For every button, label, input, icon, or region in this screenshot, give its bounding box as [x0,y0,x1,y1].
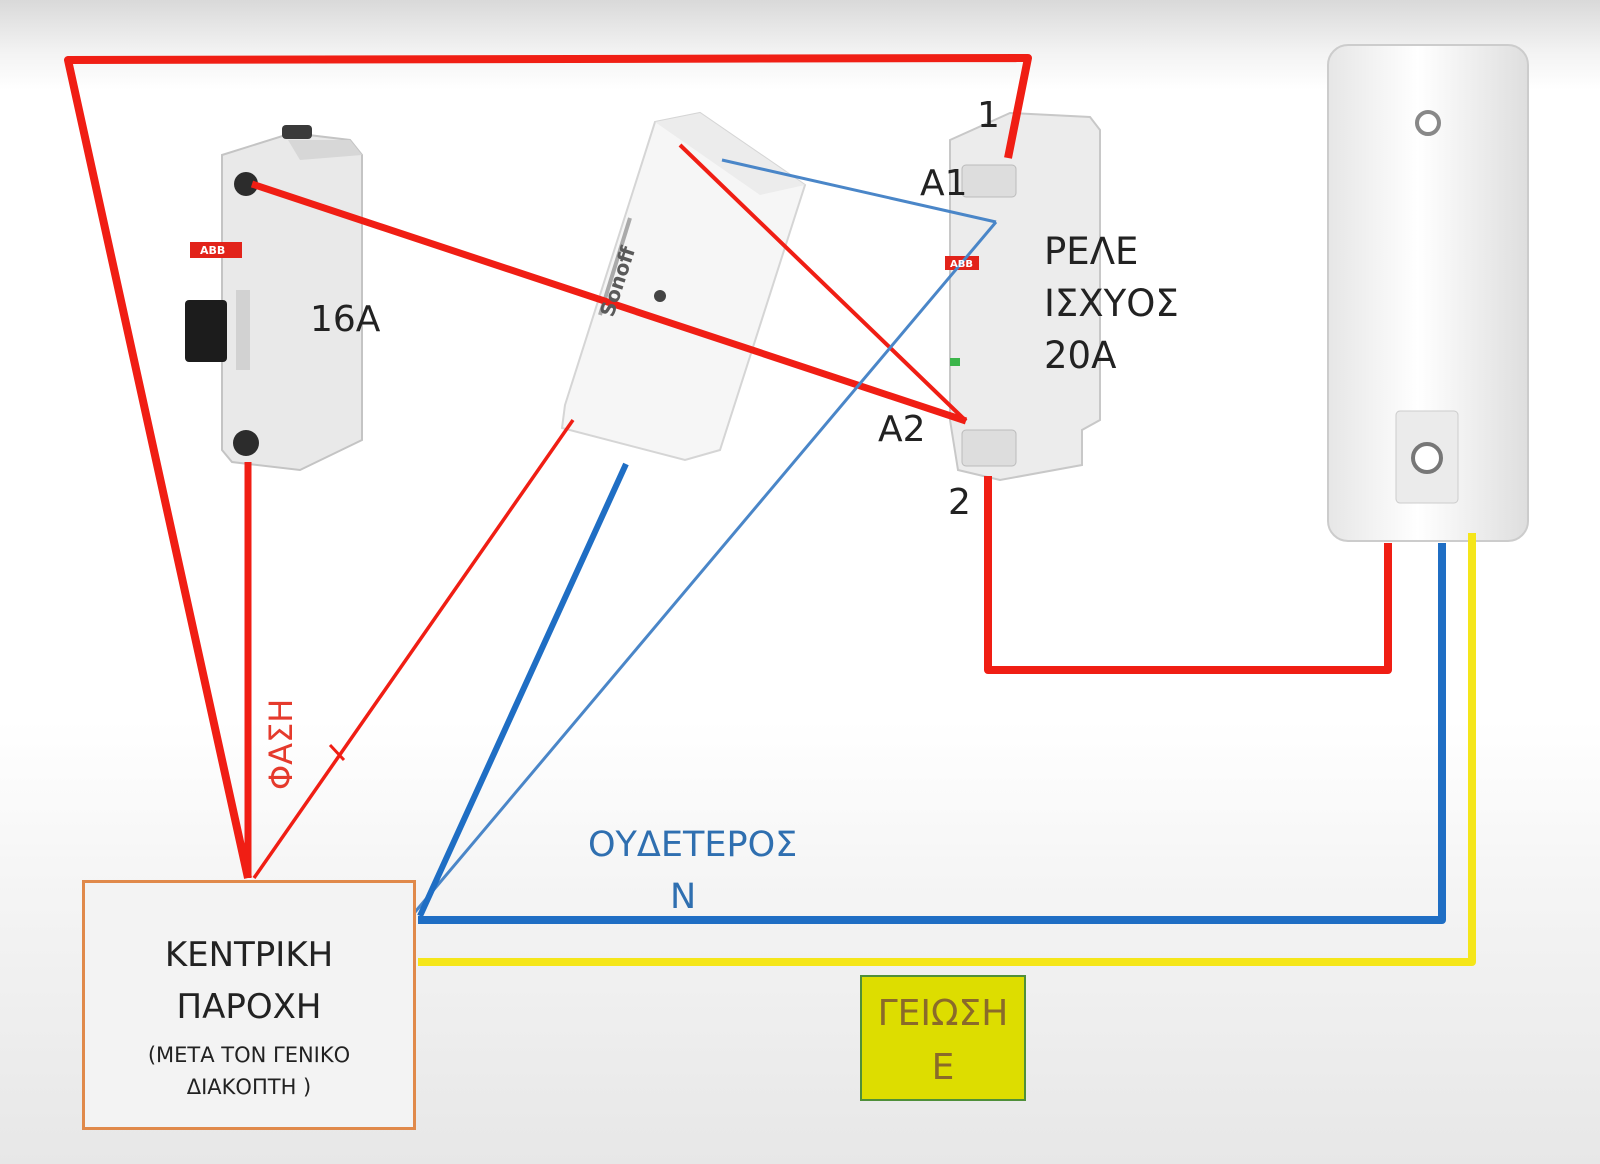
contactor-to-heater-phase-wire [984,476,1392,674]
phase-supply-loop-wire [64,54,1032,879]
water-heater [1327,44,1529,542]
contactor-label: ΡΕΛΕ ΙΣΧΥΟΣ 20A [1044,226,1179,382]
wires [64,54,1476,966]
phase-marker-tick [328,743,346,762]
contactor-label-line1: ΡΕΛΕ [1044,230,1139,273]
supply-line1: ΚΕΝΤΡΙΚΗ [164,935,334,975]
earth-label: ΓΕΙΩΣΗ [877,993,1009,1034]
smart-switch [560,111,807,462]
breaker-brand-mark: ABB [200,244,225,257]
earth-label-box: ΓΕΙΩΣΗ E [860,975,1026,1101]
phase-to-switch-wire [252,418,575,880]
neutral-label: ΟΥΔΕΤΕΡΟΣ [588,825,798,865]
earth-to-heater-wire [418,533,1476,966]
contactor [945,111,1101,482]
breaker-to-a2-wire [250,180,968,425]
terminal-2-label: 2 [948,482,971,523]
neutral-to-heater-wire [418,543,1446,924]
terminal-a1-label: A1 [920,163,968,204]
switch-to-a1-wire [721,158,997,224]
supply-note-line1: (ΜΕΤΑ ΤΟΝ ΓΕΝΙΚΟ [147,1043,351,1067]
neutral-symbol: N [670,877,697,917]
central-supply-box: ΚΕΝΤΡΙΚΗ ΠΑΡΟΧΗ (ΜΕΤΑ ΤΟΝ ΓΕΝΙΚΟ ΔΙΑΚΟΠΤ… [82,880,416,1130]
phase-label: ΦΑΣΗ [262,698,300,790]
terminal-a2-label: A2 [878,409,926,450]
switch-output-to-a2-wire [678,143,968,423]
contactor-label-line2: ΙΣΧΥΟΣ [1044,282,1179,325]
breaker-rating-label: 16A [310,299,381,340]
circuit-breaker [185,125,363,472]
terminal-1-label: 1 [977,95,1000,136]
contactor-brand-mark: ABB [950,259,973,270]
earth-symbol: E [931,1047,955,1088]
supply-note-line2: ΔΙΑΚΟΠΤΗ ) [186,1075,312,1099]
switch-neutral-wire [417,462,629,918]
contactor-label-line3: 20A [1044,334,1117,377]
a1-neutral-wire [408,221,998,919]
supply-line2: ΠΑΡΟΧΗ [176,987,322,1027]
